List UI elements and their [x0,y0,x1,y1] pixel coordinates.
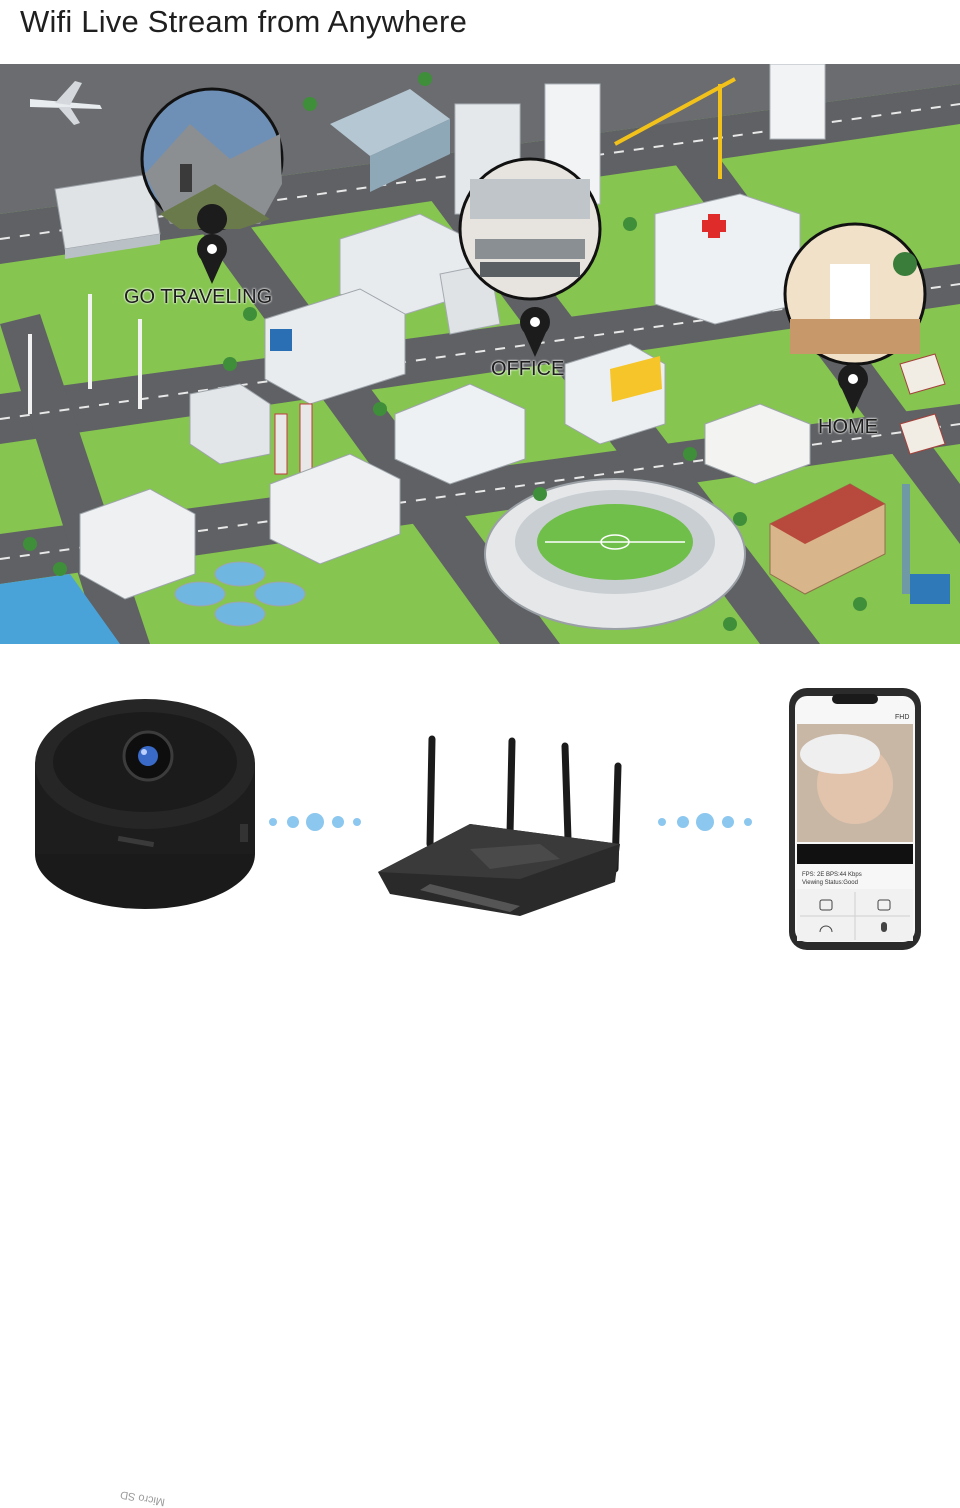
signal-dots-left [269,813,361,831]
home-photo-inset [783,222,927,366]
phone-status-label: Viewing Status:Good [802,880,858,886]
device-diagram: Micro SD [0,644,960,1508]
devices-svg [35,688,921,950]
city-map-svg [0,64,960,644]
headline: Wifi Live Stream from Anywhere [20,4,468,39]
city-map-illustration: GO TRAVELING OFFICE HOME [0,64,960,644]
office-photo-inset [458,157,602,301]
go-traveling-label: GO TRAVELING [124,286,273,308]
micro-sd-label: Micro SD [119,1488,166,1508]
office-label: OFFICE [491,358,565,380]
phone-icon [789,688,921,950]
airplane [30,81,102,125]
travel-photo-inset [140,87,284,231]
home-label: HOME [818,416,878,438]
router-icon [378,735,622,916]
phone-quality-label: FHD [895,714,910,721]
signal-dots-right [658,813,752,831]
phone-fps-label: FPS: 2E BPS:44 Kbps [802,872,862,878]
location-pins [197,204,868,414]
camera-icon [35,699,255,909]
